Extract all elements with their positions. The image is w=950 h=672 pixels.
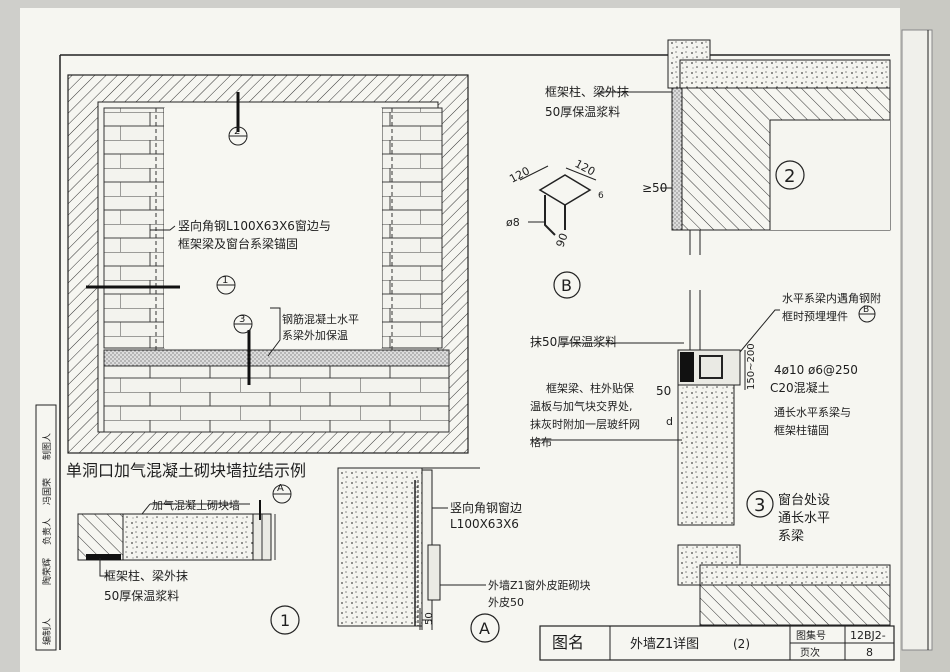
dim-90: 90 — [554, 231, 571, 249]
title-label-name: 图名 — [552, 633, 584, 652]
label-rc-beam: 钢筋混凝土水平 — [282, 312, 359, 326]
section-mark-2: 2 — [234, 126, 240, 137]
label-embedded-1: 水平系梁内遇角钢附 — [782, 291, 881, 305]
dim-6: 6 — [598, 191, 604, 201]
side-role-3: 制图人 — [41, 433, 53, 460]
mark-d: d — [666, 415, 673, 428]
label-anchor-2: 框架柱锚固 — [774, 423, 829, 437]
detail-bubble-2: 2 — [784, 166, 795, 187]
dim-50: 50 — [656, 384, 671, 398]
detail-bubble-B: B — [561, 276, 572, 295]
label-sill-1: 窗台处设 — [778, 492, 830, 508]
side-role-1: 编制人 — [41, 618, 53, 645]
atlas-no: 12BJ2- — [850, 629, 886, 642]
label-sill-2: 通长水平 — [778, 511, 830, 526]
section-1: 加气混凝土砌块墙 A 框架柱、梁外抹 50厚保温浆料 1 — [77, 483, 300, 635]
label-angle-steel: 竖向角钢L100X63X6窗边与 — [178, 218, 331, 233]
label-rc-beam-2: 系梁外加保温 — [282, 328, 348, 342]
label-frame-plaster: 框架柱、梁外抹 — [545, 84, 629, 99]
title-block: 图名 外墙Z1详图 (2) 图集号 12BJ2- 页次 8 — [539, 625, 895, 661]
label-frame-plaster-b: 框架柱、梁外抹 — [104, 568, 188, 583]
label-frame-plaster-2: 50厚保温浆料 — [545, 104, 620, 119]
detail-bubble-1: 1 — [280, 611, 290, 630]
label-outer-skin: 外墙Z1窗外皮距砌块 — [488, 578, 591, 592]
dim-phi8: ø8 — [506, 216, 520, 229]
side-strip — [35, 404, 57, 651]
drawing-title: 外墙Z1详图 — [630, 637, 699, 652]
label-vert-angle: 竖向角钢窗边 — [450, 500, 522, 515]
label-frame-plaster-b2: 50厚保温浆料 — [104, 588, 179, 603]
side-name-2: 冯国荣 — [41, 478, 53, 505]
label-vert-angle-size: L100X63X6 — [450, 517, 519, 531]
dim-ge50: ≥50 — [642, 181, 667, 195]
label-aac-block: 加气混凝土砌块墙 — [152, 498, 240, 512]
detail-bubble-A: A — [479, 619, 490, 638]
label-embedded-2: 框时预埋埋件 — [782, 310, 848, 323]
label-outer-skin-2: 外皮50 — [488, 596, 524, 609]
detail-bubble-3: 3 — [754, 495, 765, 516]
figure-caption: 单洞口加气混凝土砌块墙拉结示例 — [66, 461, 306, 480]
label-rebar-1: 4ø10 ø6@250 — [774, 363, 858, 377]
label-rebar-2: C20混凝土 — [770, 380, 830, 395]
elevation-1: 2 1 3 竖向角钢L100X63X6窗边与 框架梁及窗台系梁锚固 钢筋混凝土水… — [67, 74, 469, 454]
page-no: 8 — [866, 646, 873, 659]
label-interface-4: 格布 — [530, 435, 552, 449]
side-role-2: 负责人 — [41, 518, 53, 545]
section-mark-A: A — [277, 483, 284, 494]
side-strip-roles: 编制人 陶荣辉 负责人 冯国荣 制图人 — [41, 433, 53, 645]
title-label-page: 页次 — [800, 646, 820, 659]
sheet-seq: (2) — [733, 637, 750, 651]
label-interface-1: 框架梁、柱外贴保 — [546, 381, 634, 395]
section-mark-1: 1 — [222, 275, 228, 286]
label-plaster-50: 抹50厚保温浆料 — [530, 334, 617, 349]
side-name-1: 陶荣辉 — [41, 558, 53, 585]
title-label-atlas: 图集号 — [796, 629, 826, 642]
dim-150-200: 150~200 — [746, 343, 757, 390]
label-interface-3: 抹灰时附加一层玻纤网 — [530, 417, 640, 431]
section-3: 抹50厚保温浆料 50 框架梁、柱外贴保 温板与加气块交界处, 抹灰时附加一层玻… — [530, 290, 891, 626]
section-mark-B2: B — [863, 305, 869, 315]
label-interface-2: 温板与加气块交界处, — [530, 399, 633, 413]
dim-50-detail-A: 50 — [424, 612, 435, 625]
detail-A: 竖向角钢窗边 L100X63X6 外墙Z1窗外皮距砌块 外皮50 50 A — [337, 467, 591, 643]
label-sill-3: 系梁 — [778, 529, 804, 544]
section-mark-3: 3 — [239, 314, 245, 325]
section-2: ≥50 框架柱、梁外抹 50厚保温浆料 2 — [545, 39, 891, 255]
label-anchor-1: 通长水平系梁与 — [774, 405, 851, 419]
label-angle-steel-2: 框架梁及窗台系梁锚固 — [178, 236, 298, 251]
